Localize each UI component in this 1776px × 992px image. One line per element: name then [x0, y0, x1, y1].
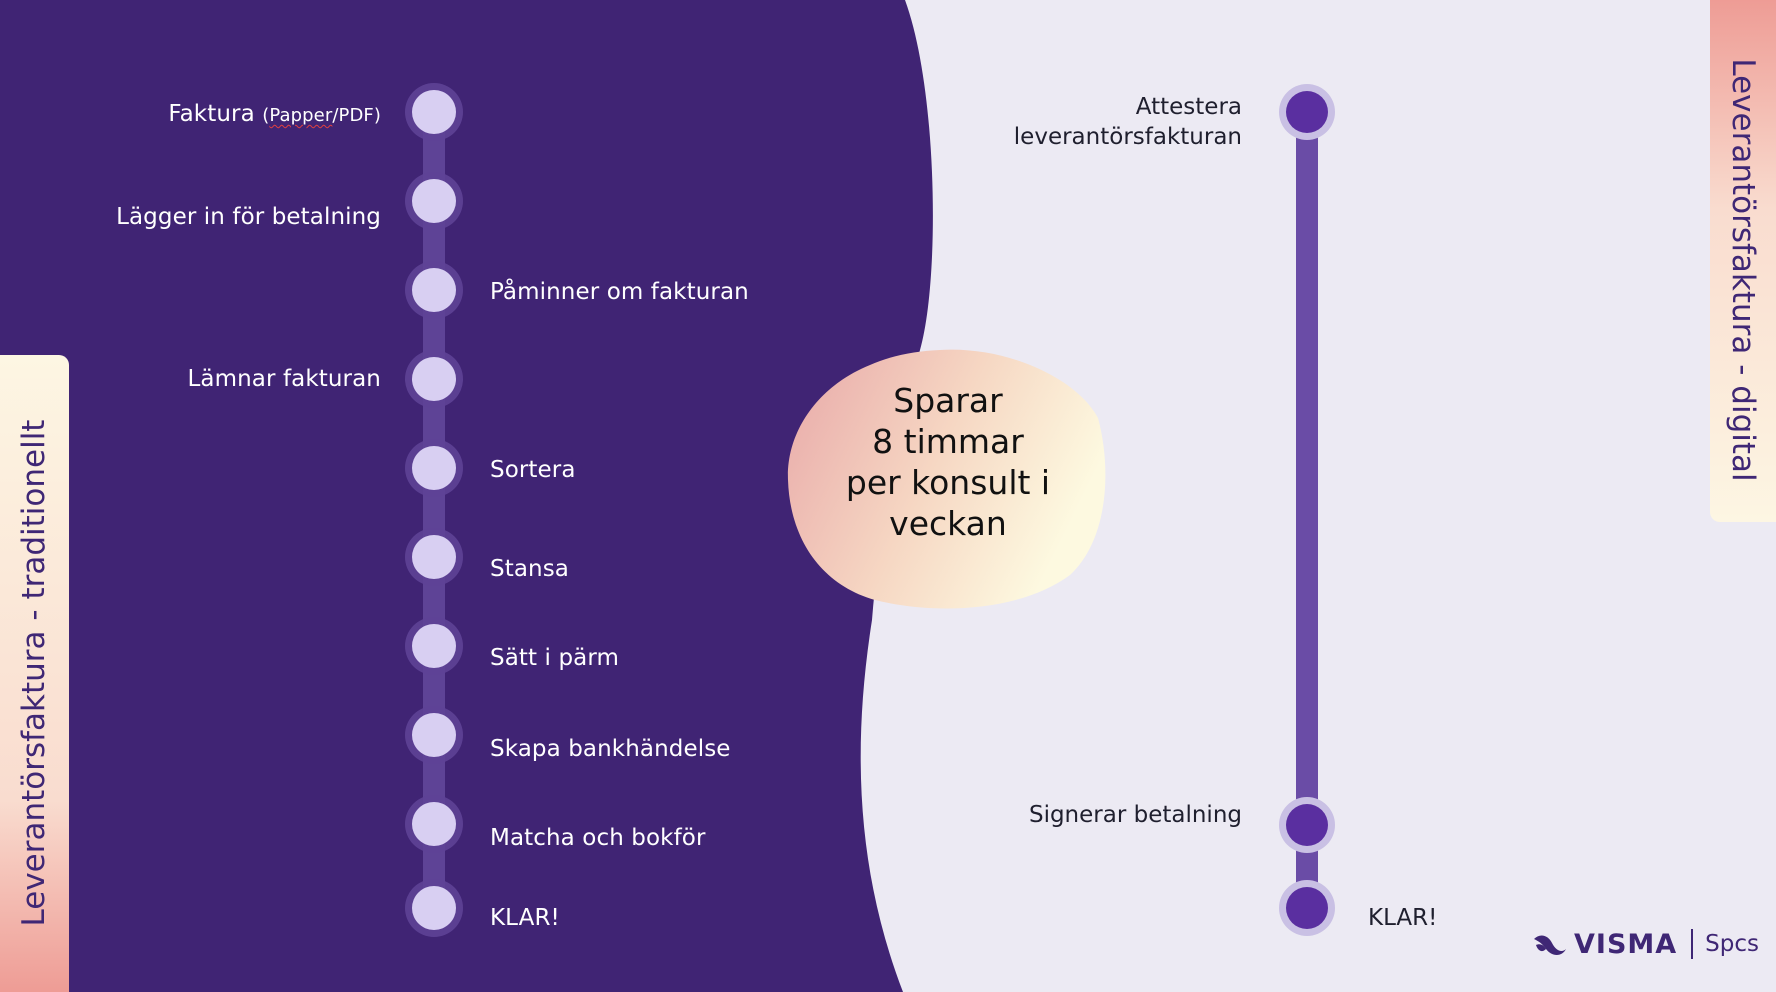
- digital-title: Leverantörsfaktura - digital: [1725, 58, 1761, 482]
- savings-line: veckan: [889, 504, 1007, 543]
- logo-subbrand: Spcs: [1705, 931, 1759, 957]
- timeline-node: [1286, 804, 1328, 846]
- digital-step-line: Attestera: [1135, 94, 1242, 120]
- step-label-lamnar: Lämnar fakturan: [187, 366, 381, 392]
- step-note: (Papper/PDF): [262, 105, 381, 126]
- timeline-node: [412, 802, 456, 846]
- step-label-lagger-in: Lägger in för betalning: [116, 204, 381, 230]
- savings-line: 8 timmar: [872, 422, 1024, 461]
- step-note-word: Papper: [269, 105, 333, 126]
- step-label-sortera: Sortera: [490, 457, 576, 483]
- step-label-paminner: Påminner om fakturan: [490, 279, 749, 305]
- timeline-node: [412, 624, 456, 668]
- savings-text: Sparar 8 timmar per konsult i veckan: [798, 380, 1098, 544]
- timeline-node: [412, 268, 456, 312]
- timeline-node: [412, 357, 456, 401]
- timeline-node: [1286, 887, 1328, 929]
- visma-wordmark: VISMA: [1574, 928, 1678, 960]
- savings-bubble: [787, 349, 1106, 609]
- traditional-panel-background: [0, 0, 933, 992]
- timeline-node: [412, 446, 456, 490]
- savings-line: per konsult i: [845, 463, 1051, 502]
- timeline-node: [1286, 91, 1328, 133]
- traditional-title: Leverantörsfaktura - traditionellt: [16, 419, 52, 927]
- step-label-skapa-bankhandelse: Skapa bankhändelse: [490, 736, 731, 762]
- digital-nodes: [1279, 84, 1335, 936]
- visma-logo: VISMA Spcs: [1532, 924, 1759, 964]
- visma-swoosh-icon: [1534, 935, 1566, 955]
- step-label-faktura: Faktura (Papper/PDF): [168, 101, 381, 127]
- traditional-side-tab: [0, 355, 69, 992]
- step-text: Faktura: [168, 101, 255, 127]
- digital-step-line: leverantörsfakturan: [1013, 124, 1242, 150]
- digital-step-attestera: Attestera leverantörsfakturan: [1014, 92, 1242, 152]
- savings-line: Sparar: [893, 381, 1003, 420]
- step-label-klar: KLAR!: [490, 905, 560, 931]
- digital-track: [1296, 112, 1318, 908]
- digital-step-signerar: Signerar betalning: [1028, 802, 1242, 828]
- digital-step-klar: KLAR!: [1368, 905, 1438, 931]
- timeline-node: [412, 713, 456, 757]
- traditional-nodes: [405, 83, 463, 937]
- step-label-satt-i-parm: Sätt i pärm: [490, 645, 619, 671]
- digital-side-tab: [1710, 0, 1776, 522]
- timeline-node: [412, 90, 456, 134]
- logo-separator: [1691, 929, 1694, 959]
- step-label-stansa: Stansa: [490, 556, 569, 582]
- step-label-matcha: Matcha och bokför: [490, 825, 706, 851]
- traditional-track: [423, 112, 445, 908]
- timeline-node: [412, 179, 456, 223]
- timeline-node: [412, 535, 456, 579]
- timeline-node: [412, 886, 456, 930]
